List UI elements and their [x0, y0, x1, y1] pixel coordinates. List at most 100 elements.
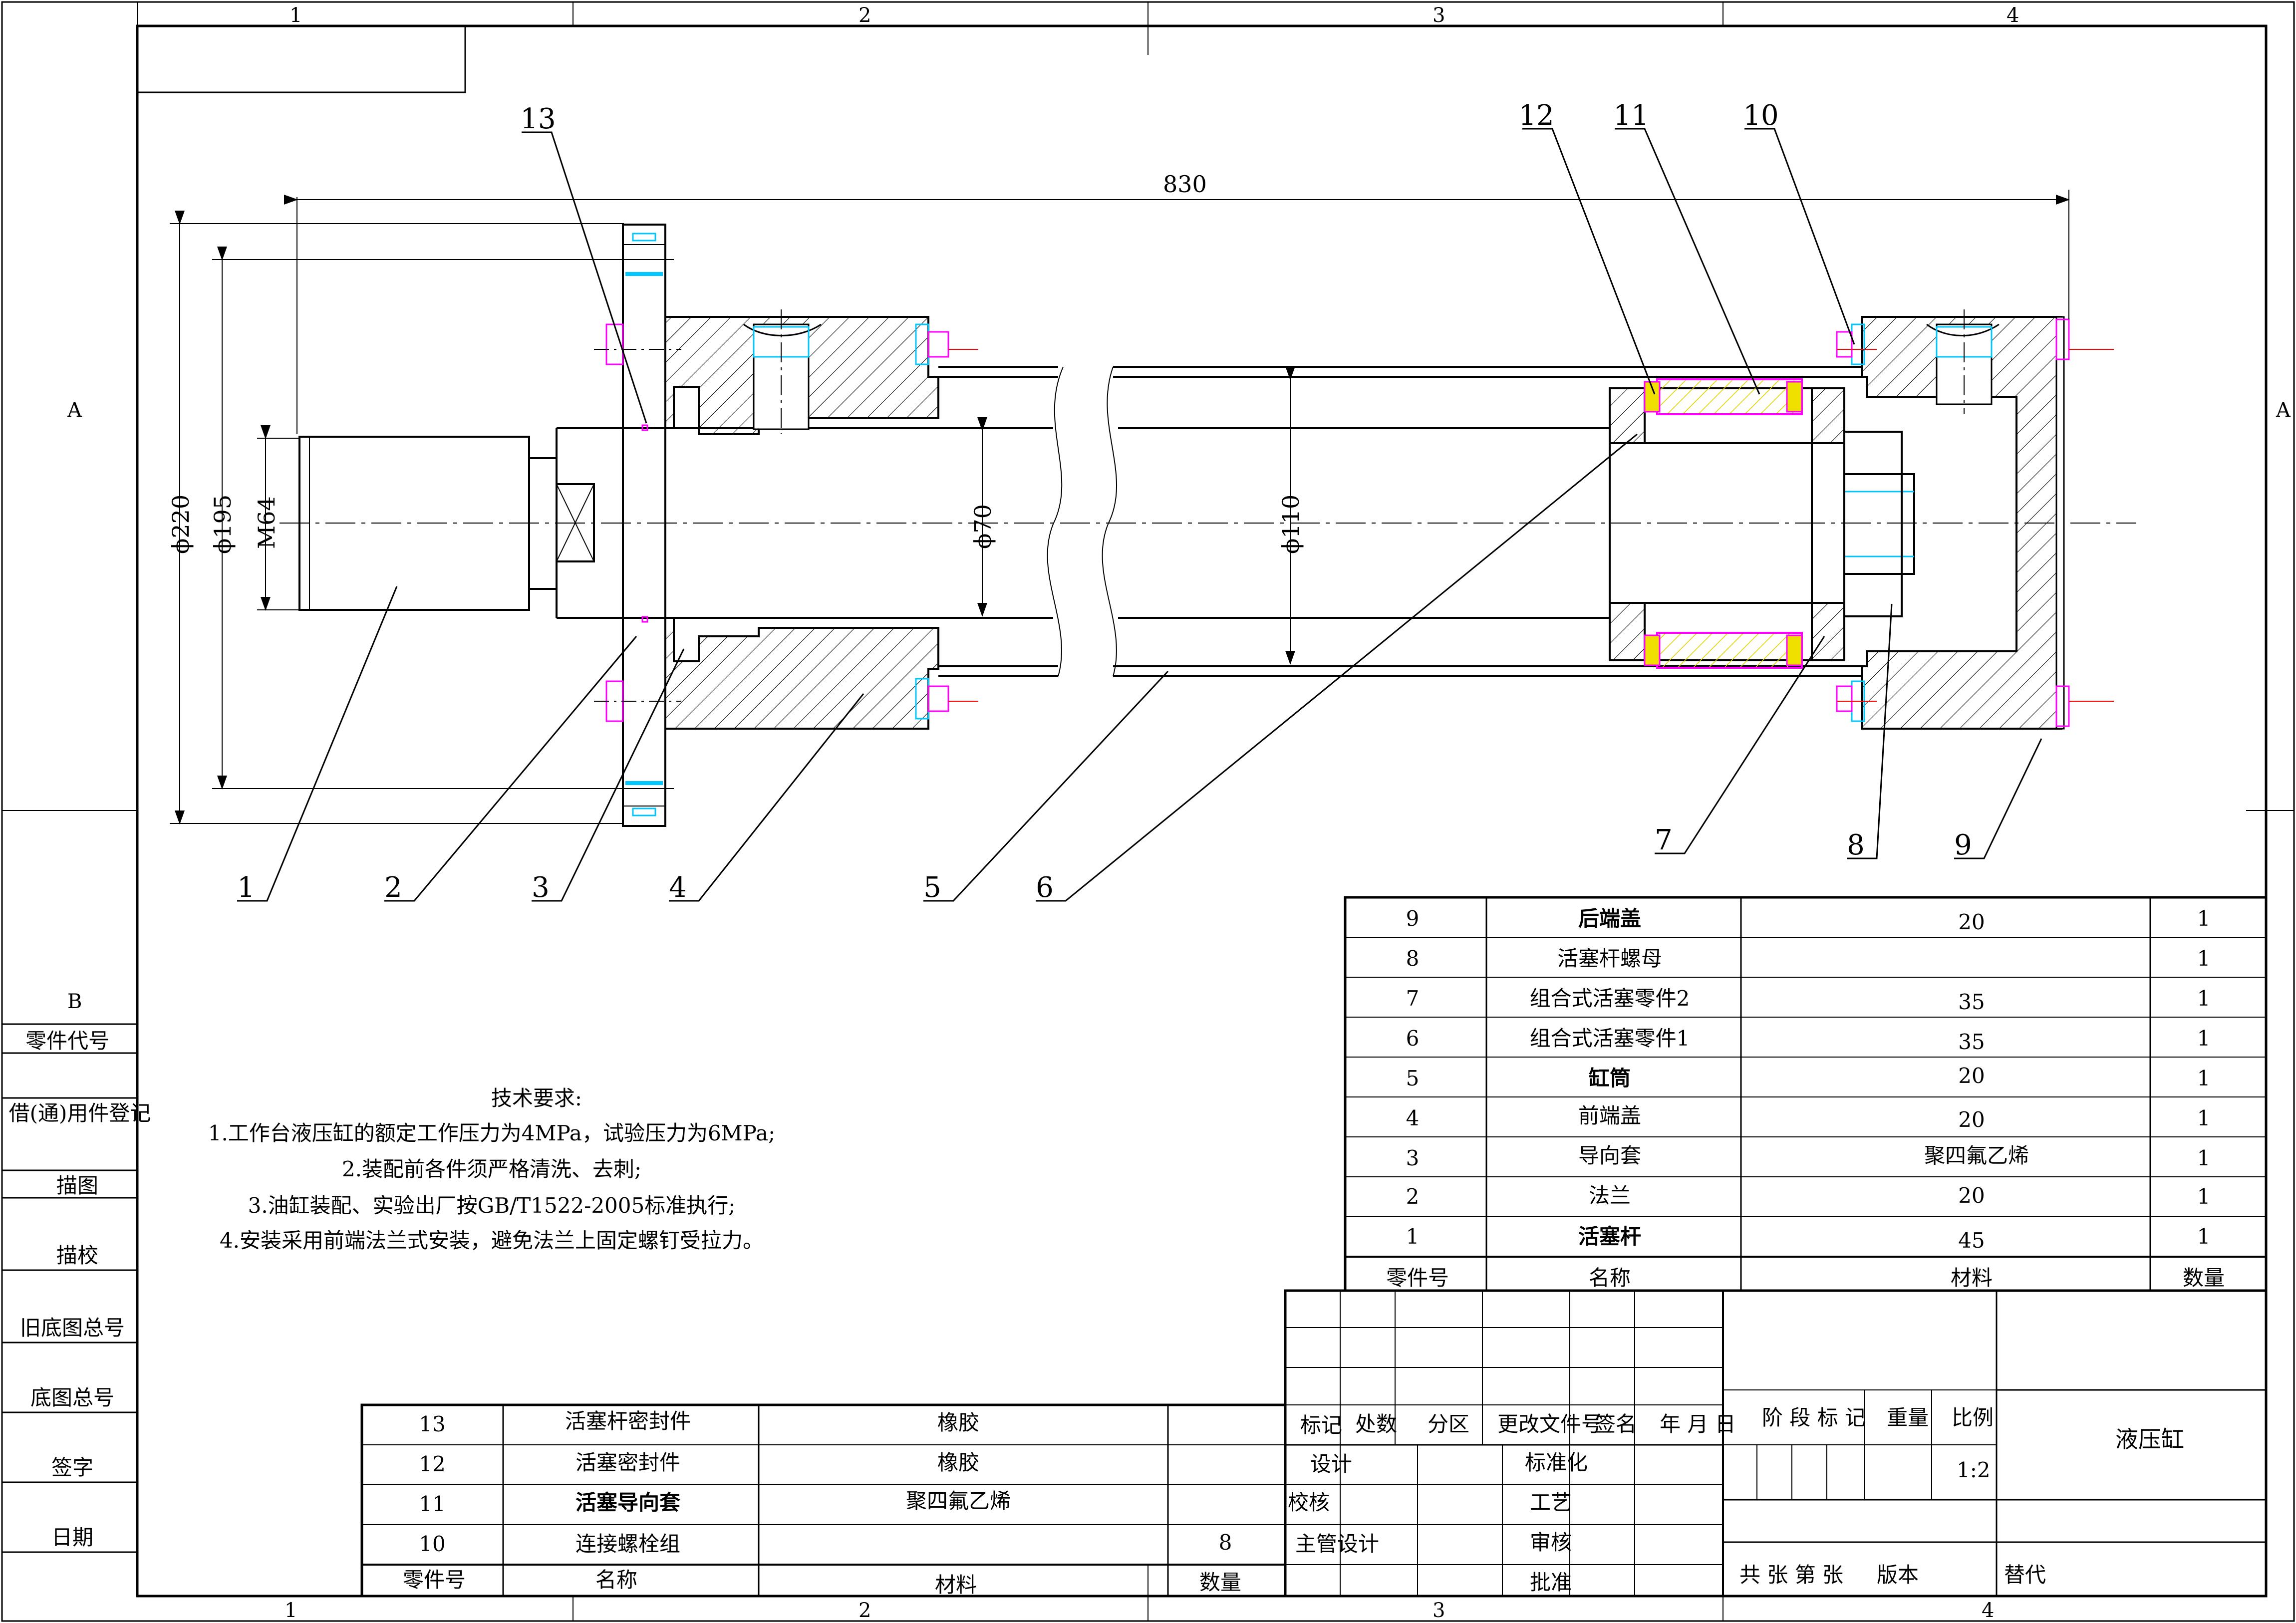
zone-top-4: 4 — [2007, 4, 2019, 27]
tb-scale-label: 比例 — [1952, 1405, 1994, 1430]
bom-row-10: 10 连接螺栓组 8 — [419, 1530, 1232, 1556]
bom-left-header-name: 名称 — [595, 1568, 637, 1592]
bom-11-name: 活塞导向套 — [575, 1490, 680, 1515]
bom-row-1: 1 活塞杆 45 1 — [1406, 1224, 2211, 1253]
tb-drawing-name: 液压缸 — [2115, 1426, 2184, 1453]
bom-row-8: 8 活塞杆螺母 1 — [1406, 946, 2211, 971]
bom-left-header-qty: 数量 — [1199, 1570, 1241, 1595]
tech-req-title: 技术要求: — [491, 1086, 582, 1110]
tech-req-item-2: 2.装配前各件须严格清洗、去刺; — [342, 1157, 641, 1181]
balloon-5: 5 — [923, 871, 941, 904]
bom-7-name: 组合式活塞零件2 — [1530, 986, 1690, 1011]
bom-row-4: 4 前端盖 20 1 — [1406, 1103, 2211, 1132]
zone-left-B: B — [67, 990, 82, 1013]
zone-left-A: A — [67, 399, 82, 422]
bom-3-no: 3 — [1406, 1146, 1420, 1170]
zone-bottom-2: 2 — [859, 1599, 871, 1622]
title-block-grid — [1284, 1289, 2268, 1598]
balloon-11: 11 — [1613, 99, 1649, 132]
balloon-3: 3 — [532, 871, 550, 904]
tb-design: 设计 — [1310, 1452, 1352, 1476]
bom-2-no: 2 — [1406, 1184, 1420, 1209]
bom-row-7: 7 组合式活塞零件2 35 1 — [1406, 986, 2211, 1014]
tb-rev-date: 年 月 日 — [1660, 1412, 1736, 1436]
bom-right-header: 零件号 名称 材料 数量 — [1386, 1266, 2225, 1290]
zone-right-A: A — [2276, 399, 2291, 422]
bom-row-2: 2 法兰 20 1 — [1406, 1183, 2211, 1209]
bom-3-name: 导向套 — [1578, 1143, 1641, 1168]
cylinder-assembly — [280, 224, 2136, 827]
register-date: 日期 — [51, 1525, 93, 1550]
bom-9-material: 20 — [1958, 910, 1985, 934]
balloon-13: 13 — [520, 103, 556, 135]
piston-guide-ring-upper — [1656, 378, 1803, 415]
bom-6-material: 35 — [1958, 1030, 1985, 1054]
balloon-7: 7 — [1655, 824, 1673, 856]
balloon-4: 4 — [669, 871, 687, 904]
bom-1-material: 45 — [1958, 1228, 1985, 1253]
bom-row-12: 12 活塞密封件 橡胶 — [419, 1450, 979, 1476]
bom-9-no: 9 — [1406, 906, 1420, 931]
bom-11-no: 11 — [419, 1492, 445, 1516]
zone-labels: 1 2 3 4 1 2 3 4 A B A — [67, 4, 2291, 1622]
dim-dia-195: ϕ195 — [209, 495, 236, 554]
bom-left-header-no: 零件号 — [403, 1568, 466, 1592]
rod-nut — [1843, 473, 1915, 575]
dim-rod-dia-70: ϕ70 — [969, 504, 996, 549]
dimension-texts: 830 ϕ220 ϕ195 M64 ϕ70 ϕ110 — [167, 171, 1304, 554]
bom-3-qty: 1 — [2197, 1146, 2211, 1170]
bom-1-name: 活塞杆 — [1578, 1224, 1641, 1249]
title-block-texts: 标记 处数 分区 更改文件号 签名 年 月 日 设计 校核 主管设计 标准化 工… — [1288, 1405, 2184, 1595]
dim-dia-220: ϕ220 — [167, 495, 194, 554]
balloon-6: 6 — [1036, 871, 1054, 904]
tb-process: 工艺 — [1530, 1490, 1572, 1515]
bom-8-qty: 1 — [2197, 946, 2211, 971]
tb-rev-mark: 标记 — [1300, 1413, 1342, 1437]
register-old-base: 旧底图总号 — [20, 1316, 125, 1340]
dim-thread-m64: M64 — [253, 496, 280, 549]
bom-10-name: 连接螺栓组 — [575, 1532, 680, 1556]
bom-4-qty: 1 — [2197, 1106, 2211, 1130]
bom-row-11: 11 活塞导向套 聚四氟乙烯 — [419, 1489, 1011, 1516]
balloon-2: 2 — [384, 871, 402, 904]
bom-right-grid — [1344, 896, 2268, 1292]
bom-row-5: 5 缸筒 20 1 — [1406, 1064, 2211, 1090]
bom-2-name: 法兰 — [1589, 1183, 1631, 1208]
side-register-labels: 零件代号 借(通)用件登记 描图 描校 旧底图总号 底图总号 签字 日期 — [9, 1029, 151, 1550]
bom-7-material: 35 — [1958, 990, 1985, 1014]
bom-12-material: 橡胶 — [937, 1450, 979, 1475]
balloon-9: 9 — [1954, 829, 1972, 861]
dimension-lines — [170, 190, 2070, 824]
bom-13-name: 活塞杆密封件 — [565, 1409, 691, 1433]
balloon-numbers: 1 2 3 4 5 6 7 8 9 10 11 12 13 — [237, 99, 1972, 904]
bom-9-qty: 1 — [2197, 906, 2211, 931]
bom-5-name: 缸筒 — [1589, 1066, 1631, 1090]
zone-bottom-1: 1 — [285, 1599, 297, 1622]
tech-req-item-4: 4.安装采用前端法兰式安装，避免法兰上固定螺钉受拉力。 — [220, 1228, 764, 1253]
tb-stage-label: 阶 段 标 记 — [1762, 1405, 1866, 1430]
side-register — [2, 1023, 137, 1553]
bom-13-no: 13 — [419, 1412, 445, 1436]
bom-10-qty: 8 — [1219, 1530, 1232, 1555]
zone-top-1: 1 — [289, 4, 302, 27]
bom-header-material: 材料 — [1951, 1266, 1993, 1290]
piston-guide-ring-lower — [1656, 632, 1803, 669]
balloon-8: 8 — [1847, 829, 1865, 861]
bom-8-no: 8 — [1406, 946, 1420, 971]
bom-6-qty: 1 — [2197, 1026, 2211, 1051]
bom-header-name: 名称 — [1589, 1266, 1631, 1290]
bom-12-name: 活塞密封件 — [575, 1450, 680, 1475]
tb-check: 校核 — [1288, 1490, 1330, 1515]
register-base-total: 底图总号 — [30, 1385, 114, 1410]
register-signature: 签字 — [51, 1455, 93, 1480]
bom-8-name: 活塞杆螺母 — [1557, 946, 1662, 971]
bom-9-name: 后端盖 — [1578, 906, 1641, 931]
front-flange — [622, 224, 666, 827]
bom-row-3: 3 导向套 聚四氟乙烯 1 — [1406, 1143, 2211, 1170]
tb-replace: 替代 — [2004, 1563, 2046, 1587]
zone-top-2: 2 — [859, 4, 871, 27]
register-borrowed: 借(通)用件登记 — [9, 1101, 151, 1125]
register-trace-check: 描校 — [56, 1243, 98, 1268]
tb-scale-value: 1:2 — [1957, 1458, 1991, 1482]
